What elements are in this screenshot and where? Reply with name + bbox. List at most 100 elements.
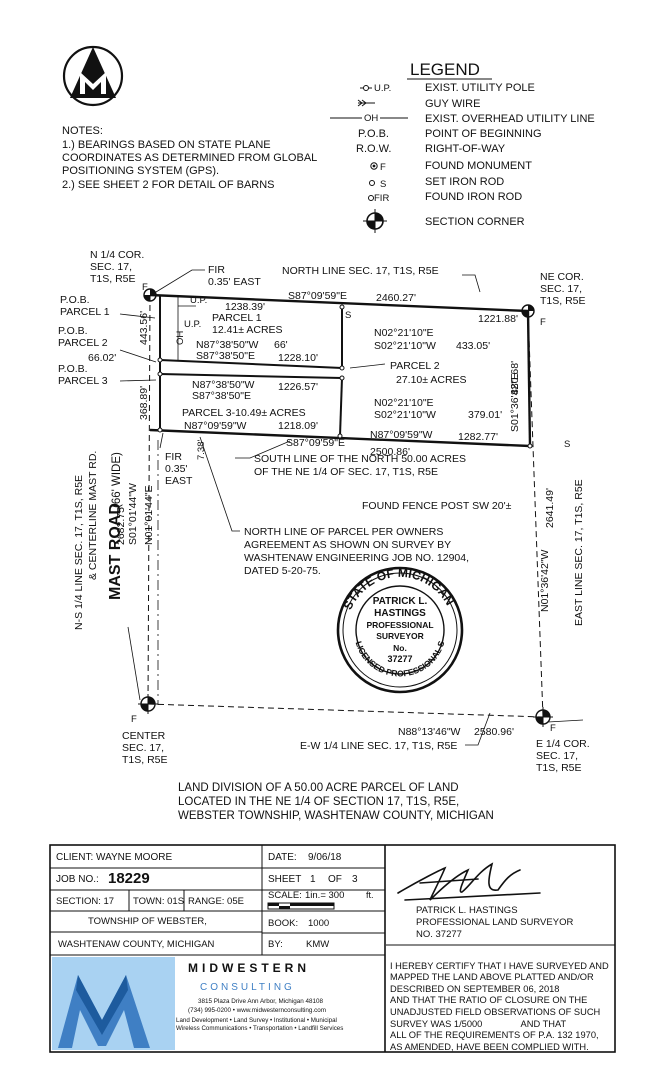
legend: LEGEND U.P. OH P.O.B. R.O.W. F S FIR EXI… [330,60,595,233]
svg-text:POINT OF BEGINNING: POINT OF BEGINNING [425,128,542,140]
svg-text:S: S [564,439,570,450]
svg-text:P.O.B.: P.O.B. [358,128,389,140]
svg-text:EXIST. OVERHEAD UTILITY LINE: EXIST. OVERHEAD UTILITY LINE [425,113,595,125]
svg-text:N02°21'10"E: N02°21'10"E [374,397,434,409]
svg-text:(66' WIDE): (66' WIDE) [111,452,123,508]
svg-text:S87°38'50"E: S87°38'50"E [192,390,251,402]
svg-text:2682.75': 2682.75' [115,505,127,545]
svg-text:2500.86': 2500.86' [370,446,410,458]
overhead-line-symbol: OH [330,113,408,124]
svg-text:RIGHT-OF-WAY: RIGHT-OF-WAY [425,143,506,155]
svg-text:S87°38'50"E: S87°38'50"E [196,350,255,362]
svg-text:N87°09'59"W: N87°09'59"W [370,429,433,441]
company-name: MIDWESTERN [188,961,310,975]
svg-text:F: F [540,317,546,328]
svg-text:1.) BEARINGS BASED ON STATE PL: 1.) BEARINGS BASED ON STATE PLANE [62,139,271,151]
svg-text:MAST ROAD: MAST ROAD [107,503,124,600]
svg-text:0.35': 0.35' [165,463,187,475]
e-quarter-corner-marker [533,707,553,727]
svg-text:S02°21'10"W: S02°21'10"W [374,340,436,352]
svg-text:2.) SEE SHEET 2 FOR DETAIL OF: 2.) SEE SHEET 2 FOR DETAIL OF BARNS [62,179,275,191]
svg-text:S: S [380,179,386,190]
svg-text:EAST LINE SEC. 17, T1S, R5E: EAST LINE SEC. 17, T1S, R5E [573,479,585,626]
svg-text:P.O.B.: P.O.B. [58,325,88,337]
svg-text:SEC. 17,: SEC. 17, [122,742,164,754]
svg-text:FOUND IRON ROD: FOUND IRON ROD [425,191,522,203]
surveyor-signature [397,862,541,901]
svg-text:GUY WIRE: GUY WIRE [425,98,480,110]
svg-text:S01°36'42"E: S01°36'42"E [509,373,521,432]
svg-text:N87°38'50"W: N87°38'50"W [192,379,255,391]
svg-text:N02°21'10"E: N02°21'10"E [374,327,434,339]
svg-text:2580.96': 2580.96' [474,726,514,738]
svg-text:PARCEL 3: PARCEL 3 [58,375,108,387]
svg-text:1218.09': 1218.09' [278,420,318,432]
job-number: 18229 [108,870,150,887]
svg-text:F: F [550,723,556,734]
svg-text:N01°01'44"E: N01°01'44"E [143,485,155,545]
svg-text:PARCEL 3-10.49± ACRES: PARCEL 3-10.49± ACRES [182,407,306,419]
section-corner-markers [138,288,553,727]
svg-text:PROFESSIONAL: PROFESSIONAL [366,620,433,630]
sheet-number: 1 [310,874,316,885]
svg-text:NORTH LINE SEC. 17, T1S, R5E: NORTH LINE SEC. 17, T1S, R5E [282,265,439,277]
north-arrow-logo [62,45,124,107]
svg-text:WEBSTER TOWNSHIP, WASHTENAW CO: WEBSTER TOWNSHIP, WASHTENAW COUNTY, MICH… [178,810,494,822]
svg-text:E-W 1/4 LINE SEC. 17, T1S, R5E: E-W 1/4 LINE SEC. 17, T1S, R5E [300,740,457,752]
svg-text:12.41± ACRES: 12.41± ACRES [212,324,283,336]
sheet-total: 3 [352,874,358,885]
svg-text:SEC. 17,: SEC. 17, [540,283,582,295]
surveyor-number: NO. 37277 [416,929,462,940]
svg-text:R.O.W.: R.O.W. [356,143,391,155]
svg-text:SET IRON ROD: SET IRON ROD [425,176,504,188]
town-number: TOWN: 01S [133,896,185,907]
svg-text:27.10± ACRES: 27.10± ACRES [396,374,467,386]
svg-text:2460.27': 2460.27' [376,292,416,304]
svg-text:PATRICK L.: PATRICK L. [373,596,428,607]
svg-text:SOUTH LINE OF THE NORTH 50.00: SOUTH LINE OF THE NORTH 50.00 ACRES [254,453,466,465]
notes: NOTES: 1.) BEARINGS BASED ON STATE PLANE… [62,125,317,191]
svg-text:T1S, R5E: T1S, R5E [540,295,586,307]
svg-text:AGREEMENT AS SHOWN ON SURVEY B: AGREEMENT AS SHOWN ON SURVEY BY [244,539,451,551]
svg-text:U.P.: U.P. [374,83,391,94]
svg-text:SEC. 17,: SEC. 17, [536,750,578,762]
svg-text:N 1/4 COR.: N 1/4 COR. [90,249,144,261]
certification: I HEREBY CERTIFY THAT I HAVE SURVEYED AN… [390,960,609,1052]
svg-text:PARCEL 1: PARCEL 1 [60,306,110,318]
svg-text:LAND DIVISION OF A 50.00 ACRE: LAND DIVISION OF A 50.00 ACRE PARCEL OF … [178,782,459,794]
midwestern-logo [52,957,175,1050]
svg-text:37277: 37277 [387,654,412,664]
utility-pole-symbol: U.P. [360,83,391,94]
center-corner-marker [138,694,158,714]
svg-text:SECTION CORNER: SECTION CORNER [425,216,525,228]
svg-text:POSITIONING SYSTEM (GPS).: POSITIONING SYSTEM (GPS). [62,165,219,177]
date-label: DATE: [268,852,297,863]
guy-wire-symbol [357,99,375,107]
by-label: BY: [268,939,283,950]
svg-text:T1S, R5E: T1S, R5E [122,754,168,766]
svg-text:OH: OH [364,113,378,124]
client-name: CLIENT: WAYNE MOORE [56,852,173,863]
range-number: RANGE: 05E [188,896,244,907]
svg-text:CENTER: CENTER [122,730,166,742]
svg-text:1221.88': 1221.88' [478,313,518,325]
land-description: LAND DIVISION OF A 50.00 ACRE PARCEL OF … [178,782,494,822]
svg-text:PARCEL 2: PARCEL 2 [390,360,440,372]
svg-text:OF THE NE 1/4 OF SEC. 17, T1S,: OF THE NE 1/4 OF SEC. 17, T1S, R5E [254,466,438,478]
sheet-of: OF [328,874,342,885]
svg-text:FIR: FIR [208,264,225,276]
svg-text:1238.39': 1238.39' [225,301,265,313]
svg-text:7.38': 7.38' [196,440,207,460]
n-quarter-corner-marker [143,288,157,302]
svg-text:FOUND FENCE POST SW 20'±: FOUND FENCE POST SW 20'± [362,500,512,512]
svg-text:S87°09'59"E: S87°09'59"E [286,437,345,449]
svg-text:66': 66' [274,339,288,351]
svg-text:S02°21'10"W: S02°21'10"W [374,409,436,421]
svg-text:OH: OH [175,331,186,345]
svg-text:N01°36'42"W: N01°36'42"W [539,549,551,612]
company-sub: CONSULTING [200,982,295,993]
date-value: 9/06/18 [308,852,342,863]
svg-text:T1S, R5E: T1S, R5E [90,273,136,285]
book-value: 1000 [308,918,330,929]
